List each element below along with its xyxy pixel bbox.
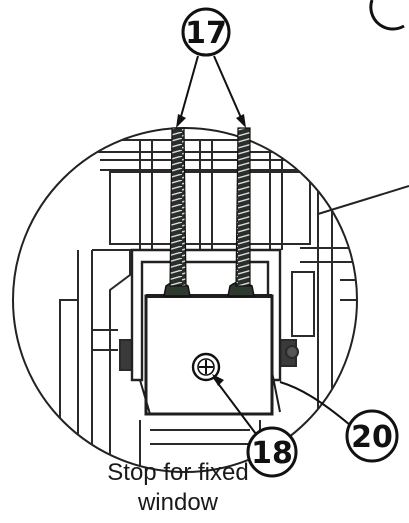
screw-left (169, 127, 187, 287)
stop-bracket (130, 248, 282, 382)
callout-17-label: 17 (185, 16, 227, 51)
callout-20-circle (345, 409, 399, 463)
screw-right (235, 127, 251, 287)
callout-18-arrowhead (212, 374, 224, 386)
detail-leader-line (317, 185, 409, 215)
caption-line-2: window (137, 489, 219, 516)
callout-18-leader (213, 377, 257, 435)
callout-17-arrowheads (176, 114, 246, 128)
callout-18-label: 18 (251, 436, 293, 471)
callout-18-circle (246, 426, 298, 478)
callout-20-leader (279, 381, 351, 426)
callout-17-circle (181, 7, 231, 57)
stop-face-screw (191, 352, 221, 382)
callout-17-arrows (179, 55, 243, 121)
callout-20-label: 20 (351, 420, 393, 455)
partial-callout-circle (369, 0, 405, 31)
caption-line-1: Stop for fixed (107, 459, 248, 486)
